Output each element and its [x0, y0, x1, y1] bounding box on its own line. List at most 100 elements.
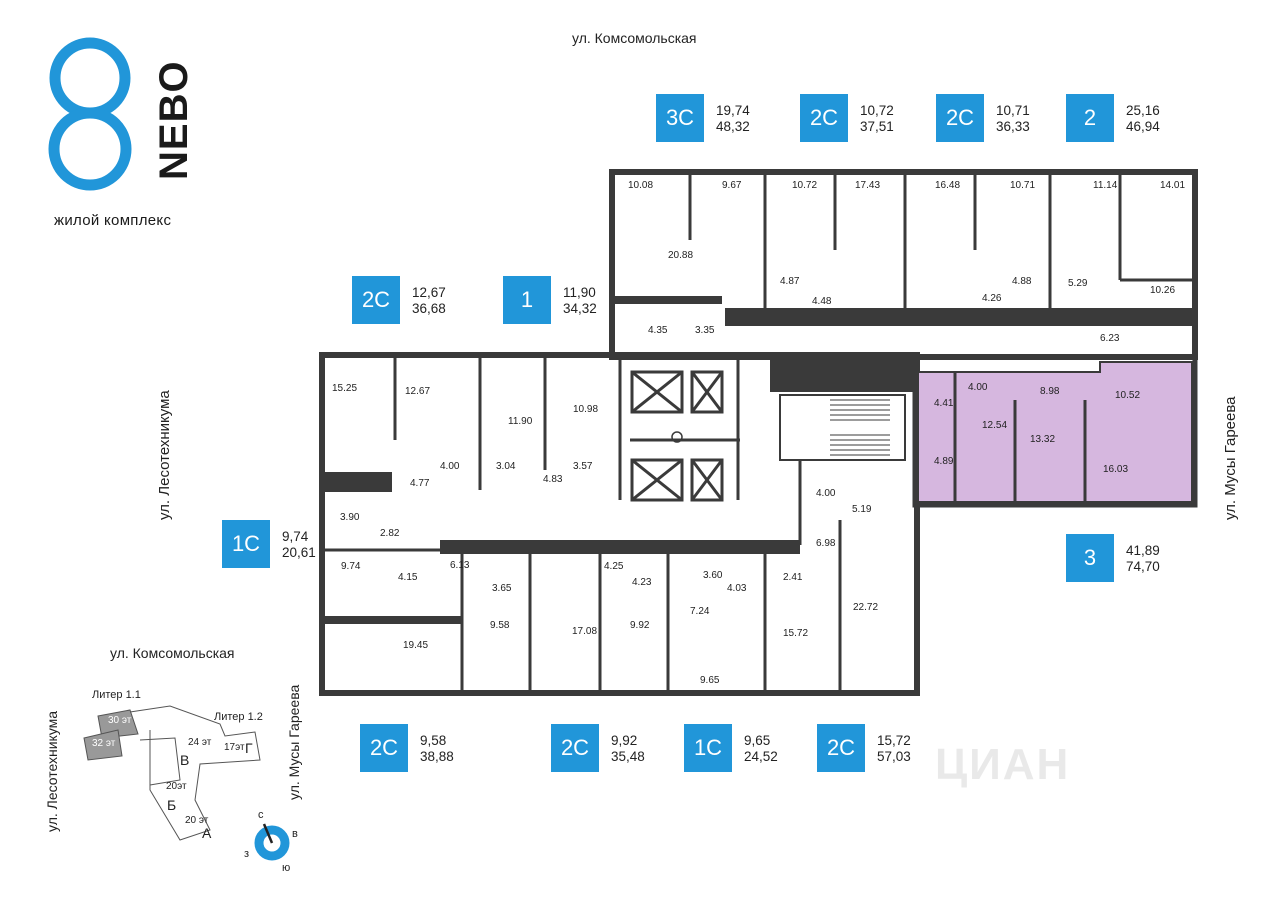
- room-area: 3.57: [573, 461, 593, 472]
- minimap-floors: 20эт: [166, 781, 187, 792]
- minimap-section: В: [180, 752, 190, 768]
- room-area: 15.25: [332, 383, 358, 394]
- room-area: 4.87: [780, 276, 800, 287]
- minimap-floors: 32 эт: [92, 738, 116, 749]
- room-area: 10.26: [1150, 285, 1176, 296]
- room-area: 4.83: [543, 474, 563, 485]
- living-area: 12,67: [412, 285, 446, 300]
- room-area: 4.89: [934, 456, 954, 467]
- room-area: 3.90: [340, 512, 360, 523]
- room-area: 12.54: [982, 420, 1008, 431]
- apartment-type-badge[interactable]: 2: [1066, 94, 1114, 142]
- total-area: 24,52: [744, 749, 778, 764]
- room-area: 17.43: [855, 180, 881, 191]
- room-area: 11.14: [1093, 180, 1118, 191]
- room-area: 4.00: [440, 461, 460, 472]
- room-area: 4.88: [1012, 276, 1032, 287]
- room-area: 4.25: [604, 561, 624, 572]
- room-area: 10.71: [1010, 180, 1036, 191]
- apartment-type-badge[interactable]: 1С: [684, 724, 732, 772]
- living-area: 9,65: [744, 733, 771, 748]
- total-area: 48,32: [716, 119, 750, 134]
- room-area: 8.98: [1040, 386, 1060, 397]
- highlighted-apartment[interactable]: [917, 361, 1193, 503]
- minimap-floors: 20 эт: [185, 815, 209, 826]
- room-area: 9.92: [630, 620, 650, 631]
- total-area: 46,94: [1126, 119, 1160, 134]
- living-area: 41,89: [1126, 543, 1160, 558]
- apartment-type-badge[interactable]: 2С: [817, 724, 865, 772]
- living-area: 25,16: [1126, 103, 1160, 118]
- living-area: 9,92: [611, 733, 638, 748]
- room-area: 6.98: [816, 538, 836, 549]
- total-area: 74,70: [1126, 559, 1160, 574]
- elevator-shafts: [630, 370, 724, 502]
- watermark: ЦИАН: [935, 740, 1071, 789]
- room-area: 22.72: [853, 602, 879, 613]
- minimap-street-left: ул. Лесотехникума: [44, 710, 60, 832]
- room-area: 14.01: [1160, 180, 1186, 191]
- room-area: 4.48: [812, 296, 832, 307]
- logo-subtitle: жилой комплекс: [54, 212, 172, 229]
- apartment-type-badge[interactable]: 3С: [656, 94, 704, 142]
- room-area: 3.65: [492, 583, 512, 594]
- room-area: 4.35: [648, 325, 668, 336]
- total-area: 36,33: [996, 119, 1030, 134]
- total-area: 57,03: [877, 749, 911, 764]
- living-area: 10,71: [996, 103, 1030, 118]
- room-area: 10.08: [628, 180, 654, 191]
- room-area: 11.90: [508, 416, 533, 427]
- room-area: 4.00: [968, 382, 988, 393]
- room-area: 4.77: [410, 478, 430, 489]
- wheelchair-icon: [671, 431, 683, 443]
- room-area: 15.72: [783, 628, 809, 639]
- room-area: 6.23: [1100, 333, 1120, 344]
- minimap-litera-1-1: Литер 1.1: [92, 689, 141, 701]
- apartment-type-badge[interactable]: 2С: [352, 276, 400, 324]
- minimap-floors: 30 эт: [108, 715, 132, 726]
- room-area: 20.88: [668, 250, 694, 261]
- apartment-type-badge[interactable]: 2С: [800, 94, 848, 142]
- minimap-section: Г: [245, 740, 253, 756]
- apartment-type-badge[interactable]: 1: [503, 276, 551, 324]
- room-area: 4.15: [398, 572, 418, 583]
- room-area: 6.13: [450, 560, 470, 571]
- total-area: 36,68: [412, 301, 446, 316]
- room-area: 2.82: [380, 528, 400, 539]
- living-area: 11,90: [563, 285, 596, 300]
- total-area: 20,61: [282, 545, 316, 560]
- room-area: 10.98: [573, 404, 599, 415]
- apartment-type-badge[interactable]: 2С: [360, 724, 408, 772]
- room-area: 19.45: [403, 640, 429, 651]
- total-area: 38,88: [420, 749, 454, 764]
- compass-south: ю: [282, 862, 291, 874]
- living-area: 9,74: [282, 529, 309, 544]
- room-area: 5.29: [1068, 278, 1088, 289]
- room-area: 9.58: [490, 620, 510, 631]
- apartment-type-badge[interactable]: 2С: [936, 94, 984, 142]
- room-area: 4.03: [727, 583, 747, 594]
- room-area: 4.26: [982, 293, 1002, 304]
- room-area: 16.03: [1103, 464, 1129, 475]
- compass-north: с: [258, 809, 264, 821]
- logo-eight-icon: [48, 37, 132, 191]
- total-area: 35,48: [611, 749, 645, 764]
- apartment-type-badge[interactable]: 1С: [222, 520, 270, 568]
- apartment-type-badge[interactable]: 2С: [551, 724, 599, 772]
- room-area: 10.52: [1115, 390, 1141, 401]
- compass-icon: [254, 823, 290, 861]
- living-area: 9,58: [420, 733, 447, 748]
- room-area: 3.35: [695, 325, 715, 336]
- living-area: 15,72: [877, 733, 911, 748]
- living-area: 10,72: [860, 103, 894, 118]
- apartment-type-badge[interactable]: 3: [1066, 534, 1114, 582]
- room-area: 17.08: [572, 626, 598, 637]
- room-area: 9.74: [341, 561, 361, 572]
- room-area: 2.41: [783, 572, 803, 583]
